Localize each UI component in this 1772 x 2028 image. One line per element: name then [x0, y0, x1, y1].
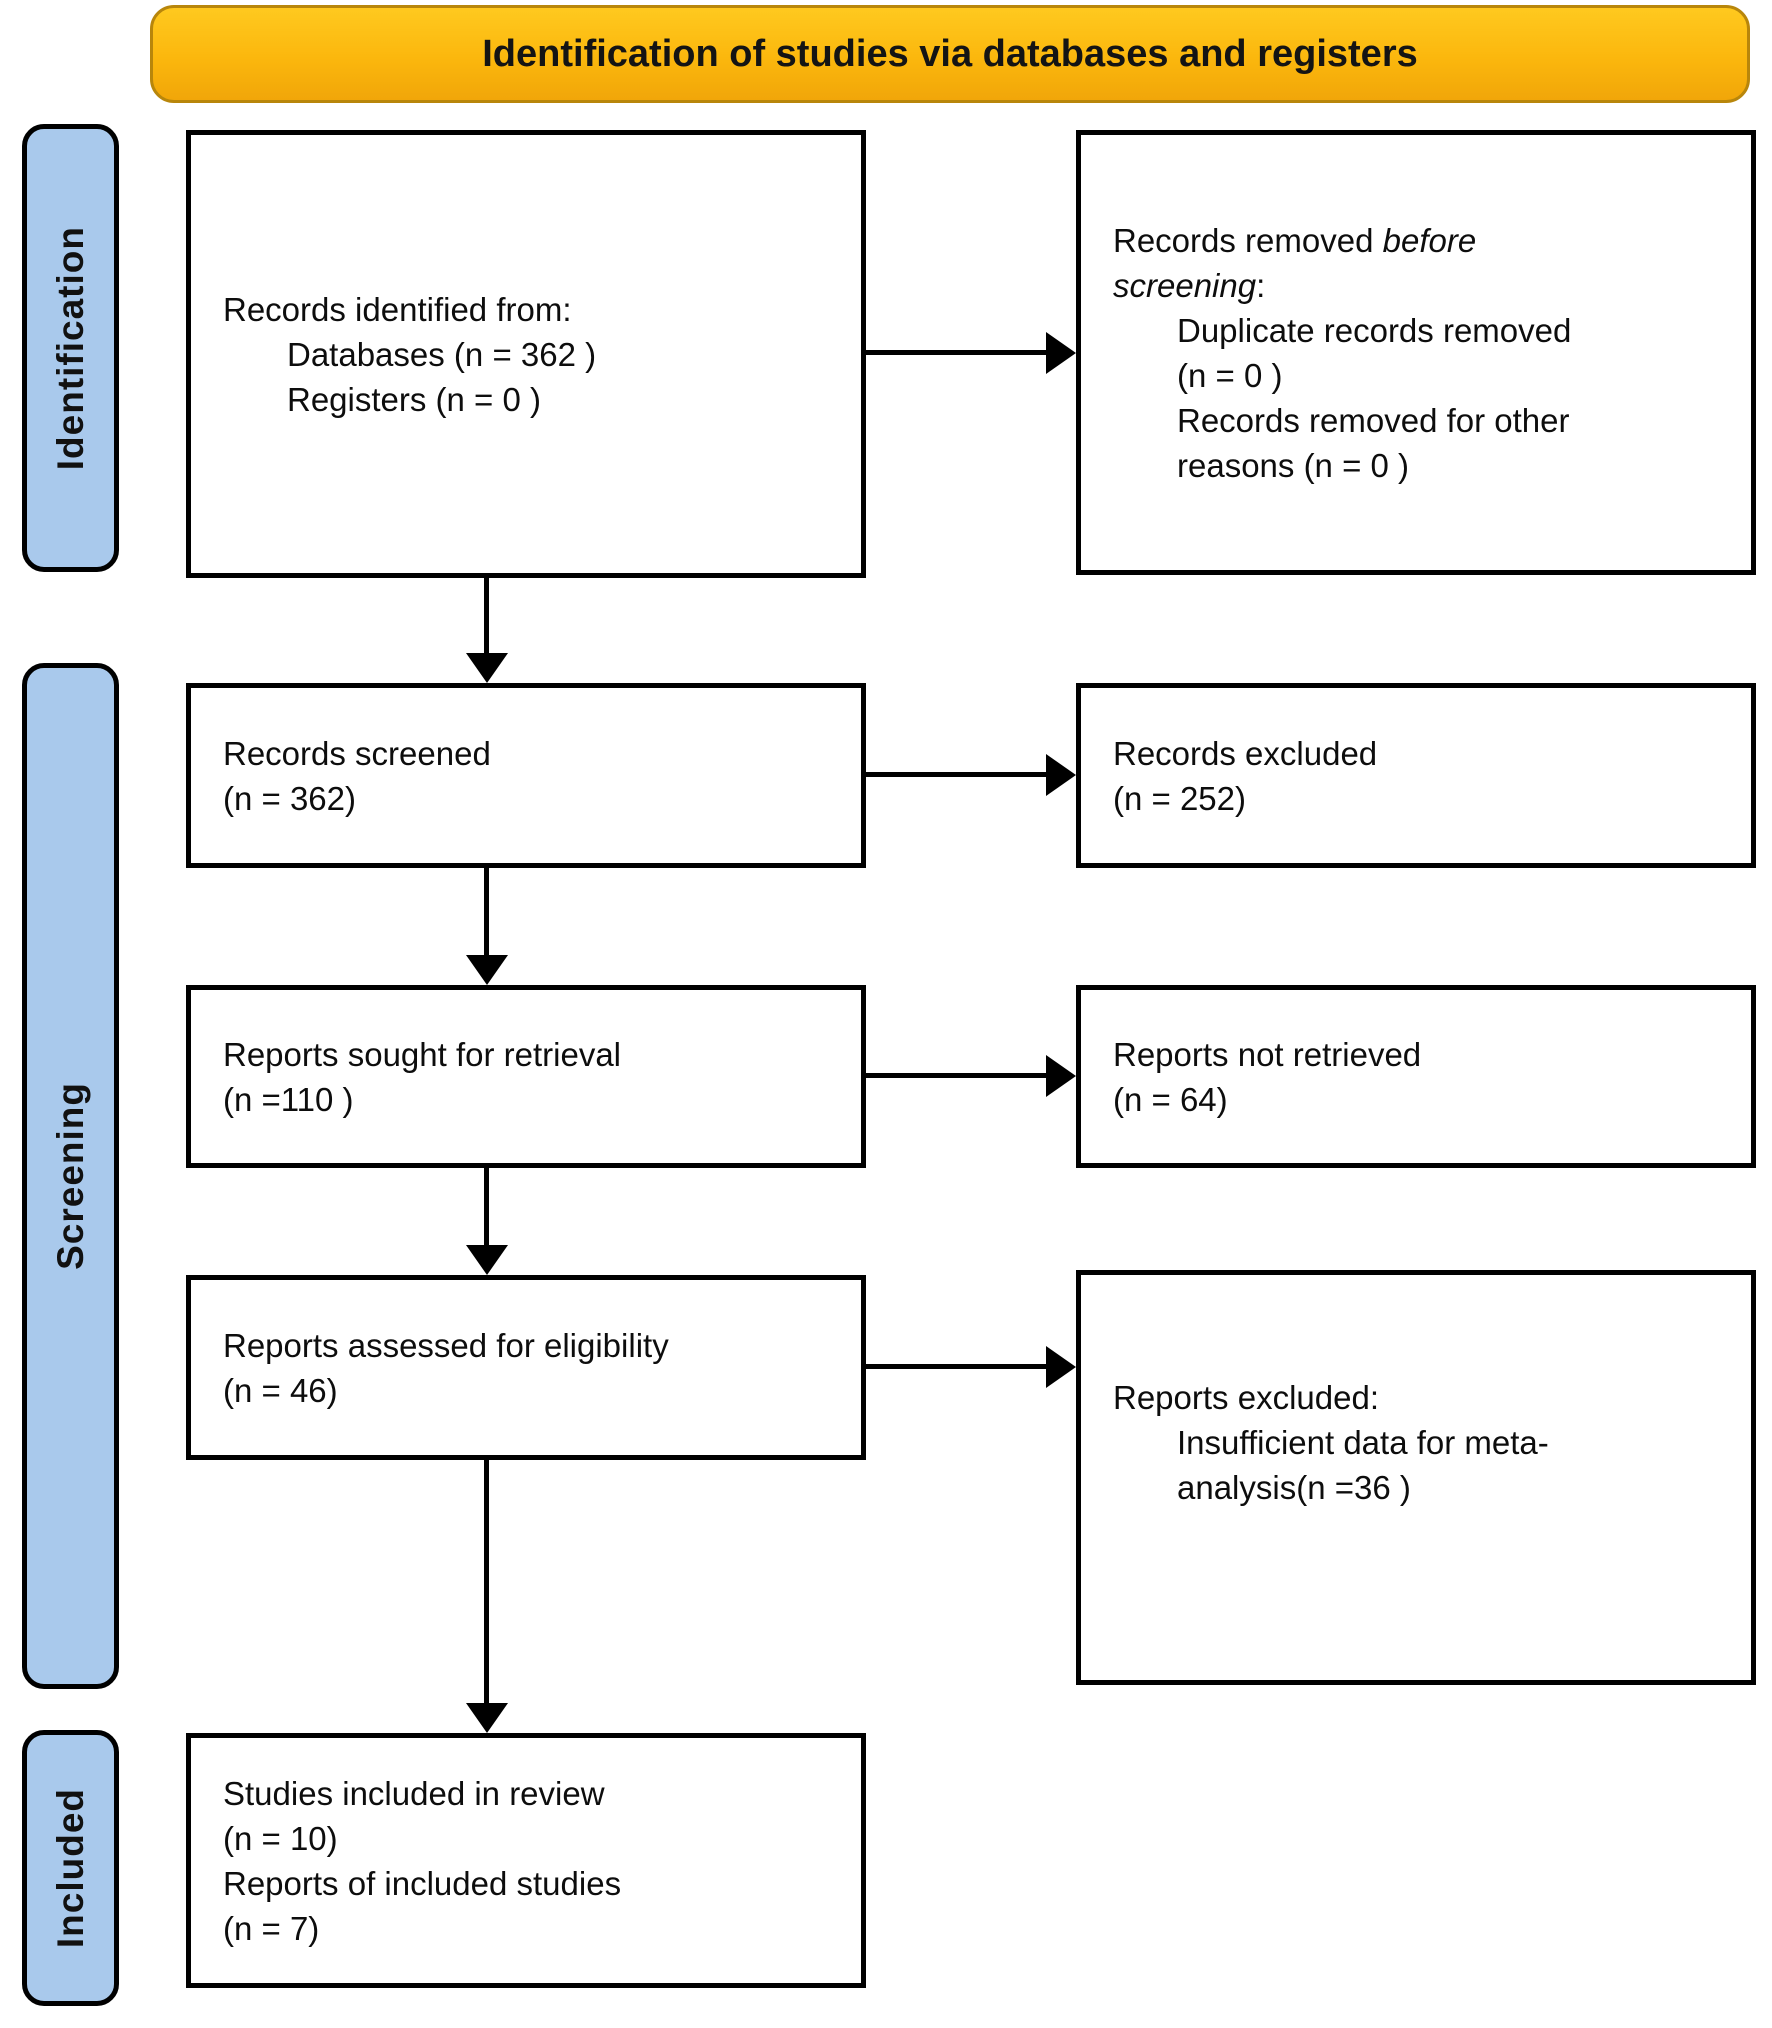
- stage-label-included: Included: [22, 1730, 119, 2006]
- box-records-screened: Records screened (n = 362): [186, 683, 866, 868]
- stage-label-identification: Identification: [22, 124, 119, 572]
- box-line: (n =110 ): [223, 1080, 354, 1118]
- title-banner: Identification of studies via databases …: [150, 5, 1750, 103]
- box-line: screening:: [1113, 263, 1733, 308]
- arrow-identified-to-screened-icon: [466, 578, 508, 683]
- box-records-excluded: Records excluded (n = 252): [1076, 683, 1756, 868]
- arrow-assessed-to-included-icon: [466, 1460, 508, 1733]
- stage-label-screening-text: Screening: [49, 1082, 91, 1270]
- box-records-removed: Records removed before screening: Duplic…: [1076, 130, 1756, 575]
- box-line: Reports of included studies: [223, 1864, 622, 1902]
- box-line: Duplicate records removed: [1177, 311, 1572, 349]
- stage-label-identification-text: Identification: [49, 225, 91, 471]
- title-text: Identification of studies via databases …: [482, 32, 1418, 75]
- box-line: Records excluded: [1113, 734, 1378, 772]
- box-line: Records identified from:: [223, 290, 572, 328]
- box-line: Reports sought for retrieval: [223, 1035, 622, 1073]
- stage-label-included-text: Included: [49, 1787, 91, 1949]
- box-line: Reports assessed for eligibility: [223, 1326, 669, 1364]
- box-line: Databases (n = 362 ): [287, 335, 597, 373]
- box-line: Registers (n = 0 ): [287, 380, 542, 418]
- box-line: reasons (n = 0 ): [1177, 446, 1410, 484]
- box-line: Records screened: [223, 734, 491, 772]
- arrow-sought-to-assessed-icon: [466, 1168, 508, 1275]
- box-line: Records removed for other: [1177, 401, 1570, 439]
- box-line: (n = 46): [223, 1371, 338, 1409]
- box-reports-excluded: Reports excluded: Insufficient data for …: [1076, 1270, 1756, 1685]
- box-line-text: :: [1256, 266, 1266, 304]
- box-reports-assessed: Reports assessed for eligibility (n = 46…: [186, 1275, 866, 1460]
- arrow-identified-to-removed-icon: [862, 332, 1076, 374]
- box-line-italic: screening: [1113, 266, 1257, 304]
- box-line: (n = 0 ): [1177, 356, 1283, 394]
- box-line: (n = 362): [223, 779, 356, 817]
- box-line: Reports excluded:: [1113, 1379, 1379, 1416]
- box-line-italic: before: [1382, 221, 1477, 259]
- box-line: analysis(n =36 ): [1177, 1469, 1411, 1506]
- arrow-screened-to-excluded-icon: [862, 754, 1076, 796]
- box-line-text: Records removed: [1113, 221, 1383, 259]
- box-line: Records removed before: [1113, 218, 1733, 263]
- box-reports-not-retrieved: Reports not retrieved (n = 64): [1076, 985, 1756, 1168]
- box-line: Reports not retrieved: [1113, 1035, 1422, 1073]
- stage-label-screening: Screening: [22, 663, 119, 1689]
- arrow-screened-to-sought-icon: [466, 868, 508, 985]
- box-line: (n = 252): [1113, 779, 1246, 817]
- box-studies-included: Studies included in review (n = 10) Repo…: [186, 1733, 866, 1988]
- arrow-sought-to-not-retrieved-icon: [862, 1055, 1076, 1097]
- box-line: (n = 10): [223, 1819, 338, 1857]
- box-records-identified: Records identified from: Databases (n = …: [186, 130, 866, 578]
- box-line: Studies included in review: [223, 1774, 605, 1812]
- arrow-assessed-to-excluded-icon: [862, 1346, 1076, 1388]
- box-line: Insufficient data for meta-: [1177, 1424, 1549, 1461]
- box-line: (n = 64): [1113, 1080, 1228, 1118]
- box-line: (n = 7): [223, 1909, 320, 1947]
- box-reports-sought: Reports sought for retrieval (n =110 ): [186, 985, 866, 1168]
